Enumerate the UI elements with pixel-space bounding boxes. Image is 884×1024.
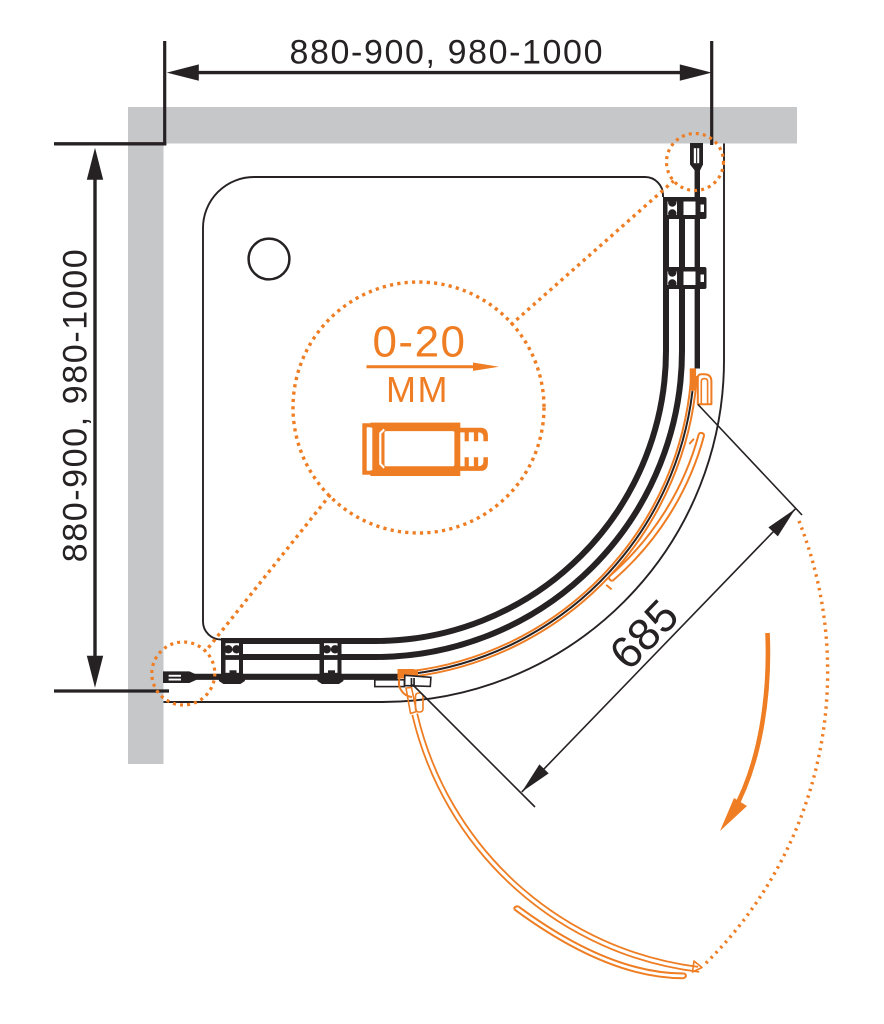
svg-text:880-900, 980-1000: 880-900, 980-1000 bbox=[290, 33, 605, 71]
svg-text:MM: MM bbox=[386, 369, 449, 410]
svg-text:0-20: 0-20 bbox=[372, 318, 466, 367]
svg-text:880-900, 980-1000: 880-900, 980-1000 bbox=[57, 248, 95, 563]
